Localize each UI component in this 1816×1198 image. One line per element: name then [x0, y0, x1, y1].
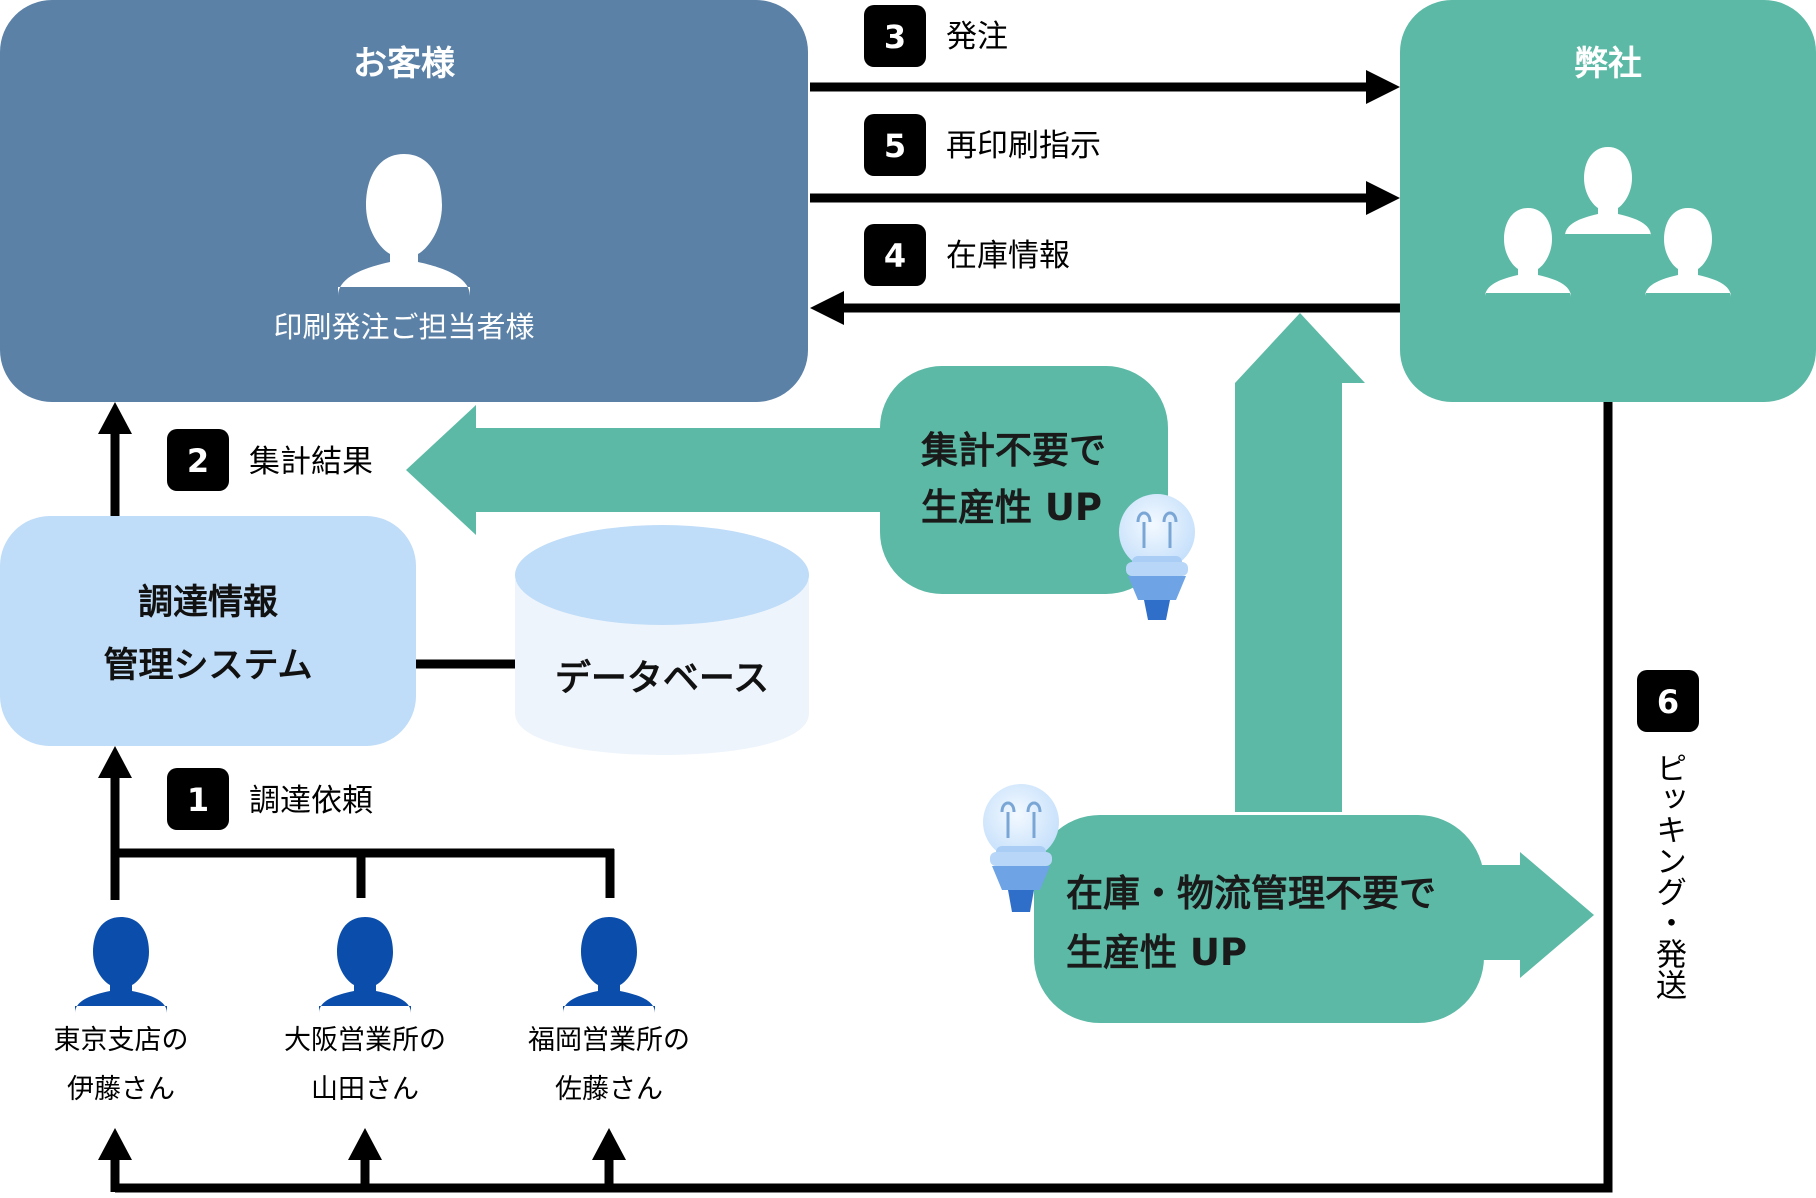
results-arrow [98, 402, 132, 516]
inventory-benefit: 在庫・物流管理不要で 生産性 UP [1034, 815, 1484, 1023]
database-label: データベース [555, 657, 769, 699]
company-title: 弊社 [1574, 44, 1642, 84]
inventory-up-arrow [1235, 383, 1365, 812]
inventory-right-arrow [1450, 852, 1594, 978]
request-arrow [98, 746, 615, 900]
customer-box: お客様 印刷発注ご担当者様 [0, 0, 808, 402]
branch-line1: 東京支店の [54, 1025, 189, 1056]
step-badge [167, 768, 229, 830]
branch-line2: 伊藤さん [67, 1074, 175, 1105]
branch-line2: 山田さん [311, 1074, 419, 1105]
step-badge [167, 429, 229, 491]
step-label: 発注 [946, 19, 1008, 55]
shipping-line [98, 402, 1613, 1193]
lightbulb-icon [983, 784, 1059, 912]
inventory-info-arrow [810, 291, 1400, 325]
branch-line1: 大阪営業所の [284, 1025, 446, 1056]
customer-title: お客様 [353, 44, 456, 84]
person-icon [338, 154, 470, 296]
aggregation-benefit-arrow [406, 405, 900, 535]
step-badge [1637, 670, 1699, 732]
order-arrow [810, 70, 1400, 104]
branch-line2: 佐藤さん [555, 1074, 663, 1105]
step-number: 1 [187, 781, 209, 819]
inventory-up-arrowhead [1235, 313, 1365, 383]
step-2: 2 集計結果 [167, 429, 373, 491]
aggregation-benefit: 集計不要で 生産性 UP [880, 366, 1168, 594]
step-badge [864, 224, 926, 286]
group-icon [1485, 147, 1731, 297]
person-icon [75, 917, 167, 1013]
step-badge [864, 5, 926, 67]
person-icon [319, 917, 411, 1013]
step-label: 在庫情報 [946, 238, 1070, 274]
step-label: 調達依頼 [249, 783, 373, 819]
step-number: 5 [884, 127, 906, 165]
step-1: 1 調達依頼 [167, 768, 373, 830]
benefit-line2: 生産性 UP [921, 486, 1102, 529]
step-number: 6 [1657, 683, 1679, 721]
customer-role: 印刷発注ご担当者様 [273, 310, 534, 344]
step-3: 3 発注 [864, 5, 1008, 67]
branch-osaka: 大阪営業所の 山田さん [284, 917, 446, 1105]
branch-fukuoka: 福岡営業所の 佐藤さん [528, 917, 690, 1105]
lightbulb-icon [1119, 494, 1195, 620]
reprint-arrow [810, 181, 1400, 215]
benefit-line1: 在庫・物流管理不要で [1066, 872, 1436, 915]
branch-tokyo: 東京支店の 伊藤さん [54, 917, 189, 1105]
step-6: 6 ピッキング・発送 [1637, 670, 1699, 1000]
step-label: 集計結果 [249, 444, 373, 480]
system-line1: 調達情報 [138, 583, 278, 623]
procurement-system-box: 調達情報 管理システム [0, 516, 416, 746]
database: データベース [515, 525, 809, 755]
step-label: ピッキング・発送 [1650, 752, 1687, 1000]
system-line2: 管理システム [104, 646, 313, 686]
step-5: 5 再印刷指示 [864, 114, 1101, 176]
step-badge [864, 114, 926, 176]
benefit-line2: 生産性 UP [1066, 931, 1247, 974]
branch-line1: 福岡営業所の [528, 1025, 690, 1056]
company-box: 弊社 [1400, 0, 1816, 402]
step-number: 4 [884, 237, 906, 275]
step-number: 2 [187, 442, 209, 480]
step-number: 3 [884, 18, 906, 56]
step-4: 4 在庫情報 [864, 224, 1070, 286]
person-icon [563, 917, 655, 1013]
step-label: 再印刷指示 [946, 128, 1101, 164]
benefit-line1: 集計不要で [920, 429, 1106, 472]
